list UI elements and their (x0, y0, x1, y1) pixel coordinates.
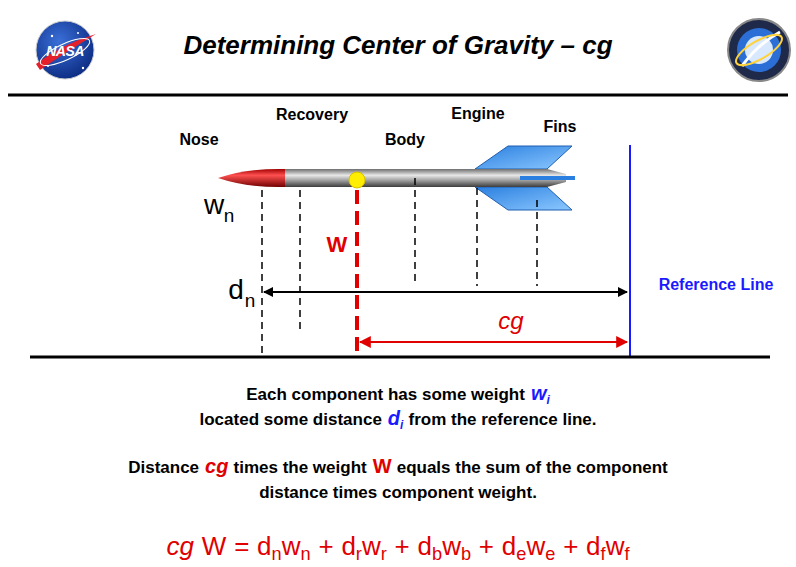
distance-arrow (264, 291, 627, 293)
subscript: n (245, 291, 256, 310)
subscript: f (624, 544, 629, 564)
weight-symbol: w (204, 191, 224, 219)
station-lines (262, 178, 537, 356)
drawing-part (77, 32, 79, 34)
cg-label: cg (498, 309, 523, 333)
drawing-part (520, 176, 575, 180)
part-name: Fins (544, 119, 577, 135)
drawing-part (728, 19, 790, 81)
caption-text: Each component has some weight (246, 385, 525, 404)
drawing-part (732, 29, 786, 71)
subscript: i (400, 418, 403, 432)
caption-text: located some distance (200, 410, 382, 429)
reference-line (629, 145, 631, 356)
text-line: located some distance di from the referenc… (0, 407, 796, 432)
title: Determining Center of Gravity – cg (120, 30, 676, 61)
distance-symbol: d (228, 276, 244, 304)
total-weight-symbol: W (327, 234, 348, 256)
subscript: b (461, 544, 471, 564)
drawing-part (476, 188, 478, 286)
caption-text: cg (205, 455, 228, 477)
formula-term: cg (167, 531, 194, 561)
drawing-part (414, 178, 416, 286)
drawing-part (261, 190, 263, 356)
drawing-part (36, 21, 94, 79)
subscript: n (224, 206, 235, 225)
subscript: f (601, 544, 606, 564)
subscript: e (545, 544, 555, 564)
formula-term: w (442, 531, 461, 561)
caption-text: W (373, 455, 392, 477)
subscript: e (516, 544, 526, 564)
reference-label: Reference Line (659, 277, 774, 293)
drawing-part (349, 172, 365, 188)
formula-term: + (395, 531, 410, 561)
formula-term: + (318, 531, 333, 561)
subscript: r (381, 544, 387, 564)
formula-term: w (526, 531, 545, 561)
text-line: Distancecgtimes the weightWequals the su… (128, 454, 668, 505)
part-name: Engine (451, 106, 504, 122)
caption-text: d (388, 407, 400, 429)
formula-term: w (362, 531, 381, 561)
caption-text: times the weight (234, 458, 367, 477)
formula-term: = (234, 531, 249, 561)
formula-term: d (341, 531, 355, 561)
drawing-part (218, 169, 285, 187)
cg-line (355, 190, 359, 352)
nasa-logo (36, 21, 96, 79)
formula-term: d (257, 531, 271, 561)
formula-term: W (202, 531, 227, 561)
rocket (218, 146, 575, 210)
subscript: n (272, 544, 282, 564)
formula-term: + (563, 531, 578, 561)
text-line: cgW=dnwn+drwr+dbwb+dewe+dfwf (0, 531, 796, 565)
drawing-part (51, 35, 53, 37)
subscript: i (546, 393, 549, 407)
part-name: Recovery (276, 107, 348, 123)
part-name: Nose (179, 132, 218, 148)
formula-term: + (479, 531, 494, 561)
drawing-part (475, 146, 572, 169)
caption-text: from the reference line. (408, 410, 596, 429)
drawing-part (285, 169, 547, 187)
formula-term: w (606, 531, 625, 561)
caption-text: Distance (128, 458, 199, 477)
caption-text: w (531, 382, 547, 404)
logo-text: NASA (46, 44, 84, 58)
drawing-part (536, 200, 538, 286)
drawing-part (82, 67, 84, 69)
exploration-logo (728, 19, 790, 81)
formula-term: d (502, 531, 516, 561)
drawing-part (36, 34, 96, 70)
subscript: r (356, 544, 362, 564)
header-rule (8, 94, 788, 97)
subscript: b (432, 544, 442, 564)
formula-term: w (282, 531, 301, 561)
formula-term: d (418, 531, 432, 561)
ground-line (30, 356, 770, 359)
formula-term: d (586, 531, 600, 561)
drawing-part (475, 187, 572, 210)
subscript: n (300, 544, 310, 564)
drawing-part (299, 190, 301, 332)
part-name: Body (385, 132, 425, 148)
drawing-part (37, 33, 93, 70)
text-line: Each component has some weight wi (0, 382, 796, 407)
cg-arrow (360, 341, 627, 343)
